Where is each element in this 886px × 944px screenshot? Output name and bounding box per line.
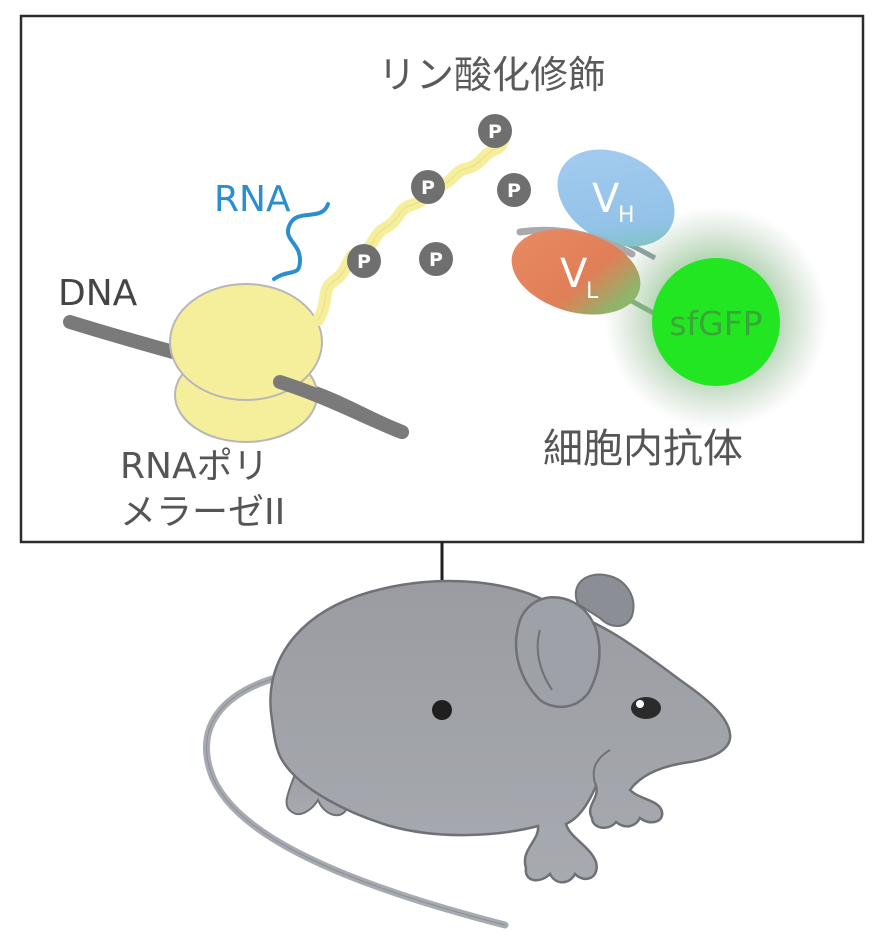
title-label: リン酸化修飾 [378, 53, 606, 97]
svg-text:P: P [421, 177, 435, 199]
vl-domain [511, 229, 641, 315]
rna-label: RNA [214, 179, 291, 220]
mouse-icon [203, 573, 732, 929]
svg-text:P: P [429, 249, 443, 271]
svg-text:P: P [507, 180, 521, 202]
phospho-circle: P [478, 114, 512, 148]
vh-subscript: H [618, 203, 635, 228]
phospho-circle: P [347, 244, 381, 278]
svg-text:P: P [357, 251, 371, 273]
sfgfp-label: sfGFP [669, 304, 762, 343]
dna-label: DNA [58, 273, 138, 314]
phospho-circle: P [497, 173, 531, 207]
polymerase-label-line2: メラーゼII [120, 492, 285, 533]
vh-label: V [592, 176, 620, 222]
dna-strand-front [273, 375, 409, 439]
mouse-eye [631, 697, 661, 719]
rna-polymerase-icon [169, 283, 323, 443]
antibody-label: 細胞内抗体 [543, 426, 743, 472]
mouse-ear-near [514, 596, 601, 708]
phospho-circle: P [411, 170, 445, 204]
body-location-dot [432, 700, 452, 720]
vl-label: V [560, 251, 588, 297]
phospho-circle: P [419, 242, 453, 276]
mouse-body [269, 579, 732, 884]
rna-strand [272, 202, 330, 281]
sfgfp-circle [652, 258, 780, 386]
svg-text:P: P [488, 121, 502, 143]
ctd-tail-edge [317, 129, 506, 321]
phospho-group: P P P P P [347, 114, 531, 278]
polymerase-label-line1: RNAポリ [120, 446, 269, 487]
vl-subscript: L [586, 279, 599, 304]
intrabody-icon [511, 149, 828, 430]
vh-domain [557, 149, 675, 247]
mouse-ear-far [575, 573, 635, 627]
